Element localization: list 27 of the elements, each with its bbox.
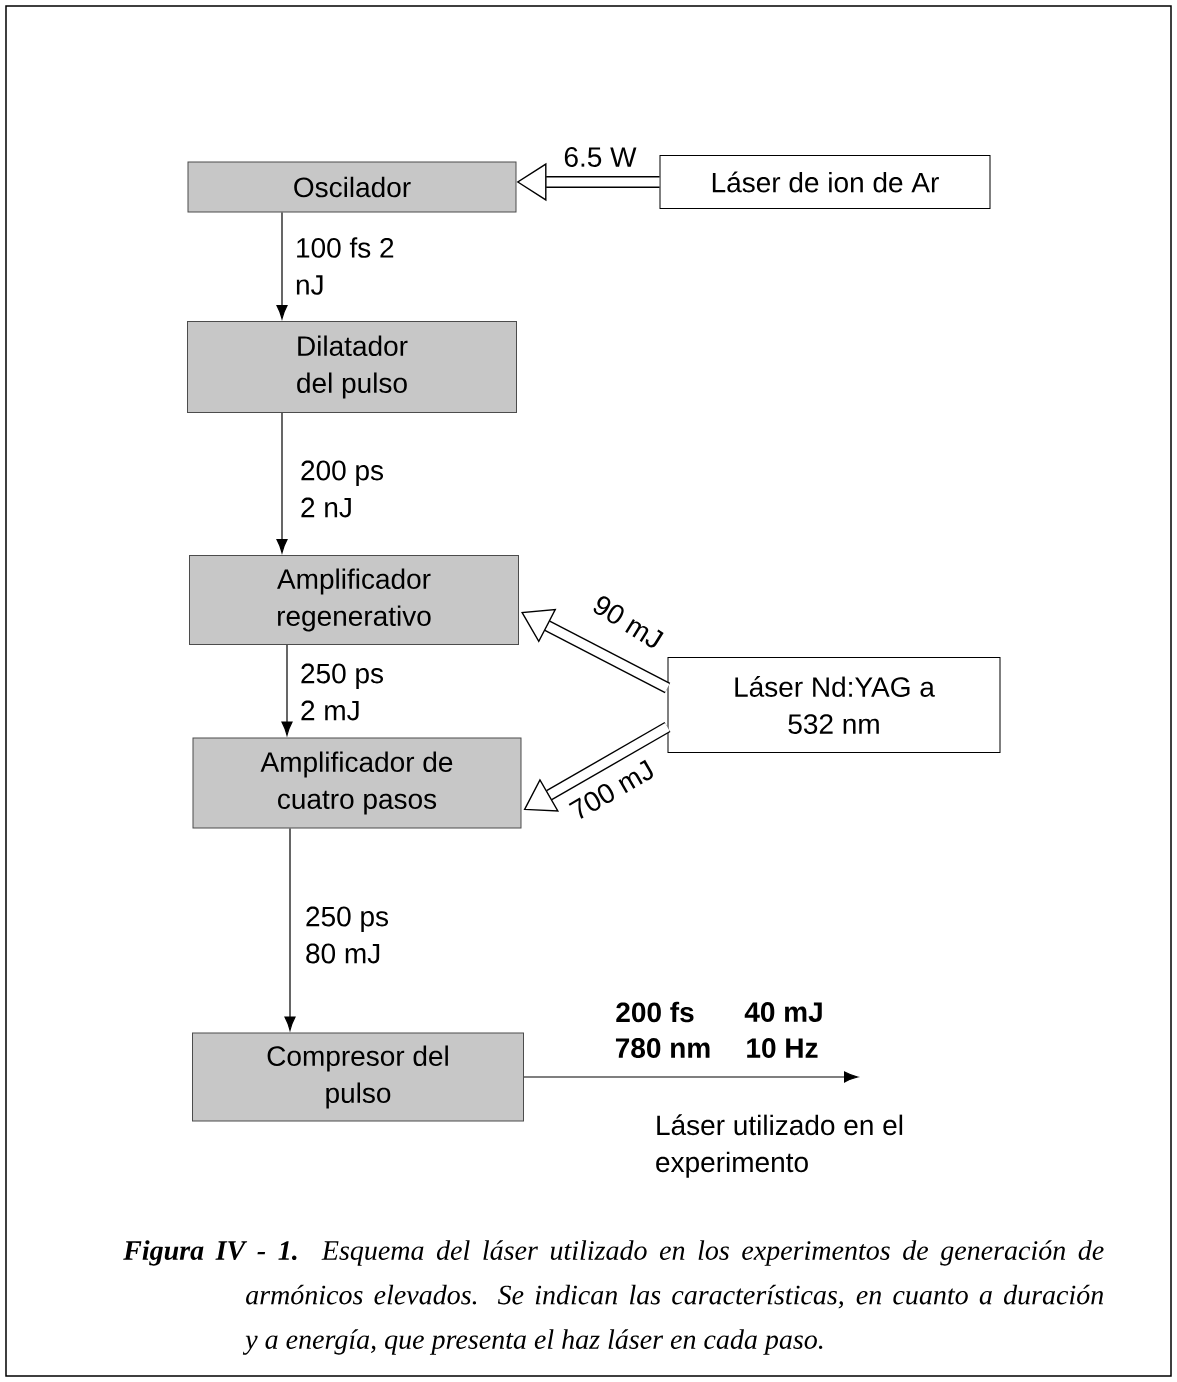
- arrow: [521, 608, 671, 694]
- process-box: Amplificador de cuatro pasos: [192, 737, 522, 829]
- process-box: Dilatador del pulso: [187, 321, 517, 413]
- laser-source-box: Láser Nd:YAG a 532 nm: [667, 657, 1001, 753]
- edge-label: 90 mJ: [593, 596, 664, 648]
- edge-label: 700 mJ: [568, 759, 653, 819]
- edge-label: 250 ps 80 mJ: [306, 906, 388, 964]
- edge-label: 6.5 W: [564, 147, 637, 167]
- beam-parameter: 780 nm: [615, 1038, 710, 1058]
- arrow: [284, 827, 296, 1031]
- arrow: [523, 1071, 859, 1083]
- process-box: Oscilador: [187, 161, 517, 213]
- arrow: [523, 721, 671, 812]
- edge-label: Láser utilizado en el experimento: [656, 1114, 903, 1178]
- edge-label: 200 ps 2 nJ: [301, 460, 383, 518]
- edge-label: 250 ps 2 mJ: [301, 663, 383, 721]
- arrow: [281, 644, 293, 736]
- beam-parameter: 40 mJ: [744, 1002, 822, 1022]
- process-box: Compresor del pulso: [192, 1032, 524, 1122]
- edge-label: 100 fs 2 nJ: [296, 237, 394, 295]
- arrow: [276, 412, 288, 554]
- laser-source-box: Láser de ion de Ar: [659, 155, 991, 209]
- figure-caption: Figura IV - 1. Esquema del láser utilizado en los experimentos de generación de armónicos elevados. Se indican las características, en cuanto a duración y a energía, que presenta el haz láser en cada paso.: [123, 1240, 1104, 1355]
- process-box: Amplificador regenerativo: [189, 555, 519, 645]
- beam-parameter: 200 fs: [616, 1001, 694, 1023]
- arrow: [276, 211, 288, 320]
- beam-parameter: 10 Hz: [747, 1038, 818, 1058]
